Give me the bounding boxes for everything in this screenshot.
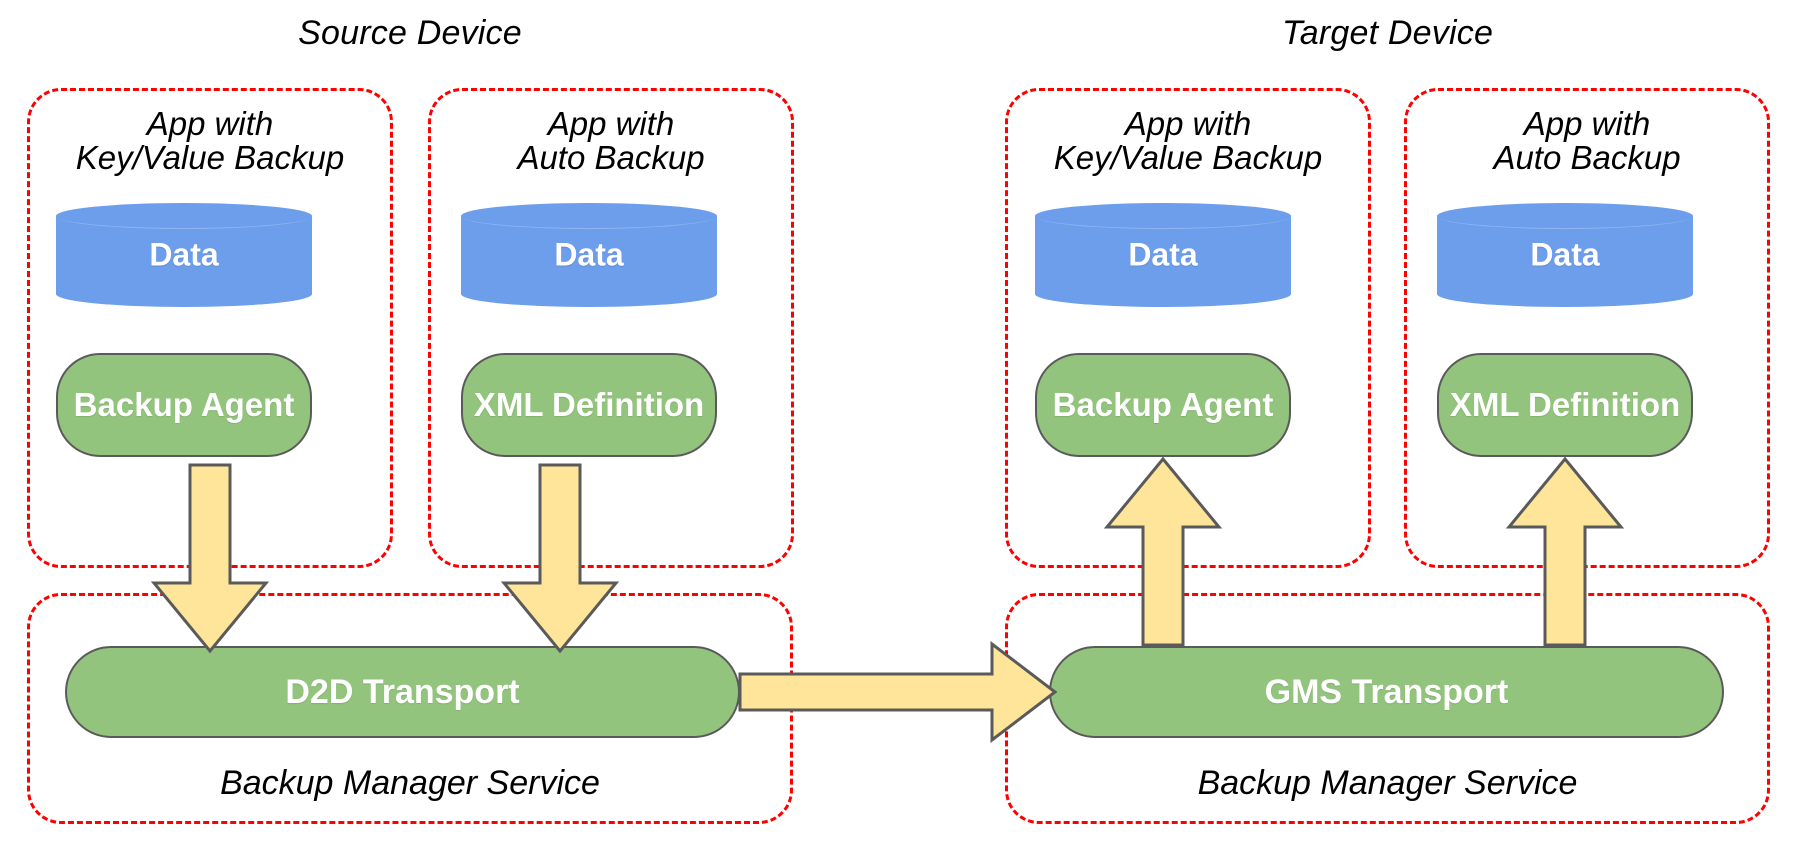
source-app-autobackup-caption: App with Auto Backup — [517, 105, 705, 176]
source-app-keyvalue-data-cylinder: Data — [56, 203, 312, 307]
cylinder-top-ellipse — [56, 203, 312, 229]
cylinder-top-ellipse — [1437, 203, 1693, 229]
source-app-keyvalue-caption: App with Key/Value Backup — [75, 105, 345, 176]
cylinder-body — [1035, 216, 1291, 294]
cylinder-body — [56, 216, 312, 294]
source-backup-agent[interactable]: Backup Agent — [56, 353, 312, 457]
cylinder-body — [1437, 216, 1693, 294]
arrow-xml-definition-to-d2d-icon — [500, 463, 620, 655]
target-app-keyvalue-container: App with Key/Value Backup — [1005, 88, 1371, 568]
cylinder-top-ellipse — [461, 203, 717, 229]
source-backup-manager-service-caption: Backup Manager Service — [220, 764, 600, 802]
target-backup-agent-label: Backup Agent — [1052, 386, 1274, 423]
source-device-title: Source Device — [298, 14, 522, 52]
target-xml-definition[interactable]: XML Definition — [1437, 353, 1693, 457]
source-app-autobackup-data-label: Data — [554, 236, 624, 273]
target-backup-agent[interactable]: Backup Agent — [1035, 353, 1291, 457]
source-xml-definition-label: XML Definition — [473, 386, 705, 423]
source-backup-agent-label: Backup Agent — [73, 386, 295, 423]
target-device-title: Target Device — [1281, 14, 1494, 52]
target-app-keyvalue-data-label: Data — [1128, 236, 1198, 273]
arrow-gms-to-backup-agent-icon — [1103, 455, 1223, 647]
target-app-keyvalue-caption: App with Key/Value Backup — [1053, 105, 1323, 176]
target-app-autobackup-data-label: Data — [1530, 236, 1600, 273]
d2d-transport[interactable]: D2D Transport — [65, 646, 740, 738]
d2d-transport-label: D2D Transport — [285, 672, 520, 711]
cylinder-body — [461, 216, 717, 294]
source-app-keyvalue-data-label: Data — [149, 236, 219, 273]
source-app-autobackup-data-cylinder: Data — [461, 203, 717, 307]
arrow-d2d-to-gms-icon — [738, 640, 1058, 744]
target-app-autobackup-data-cylinder: Data — [1437, 203, 1693, 307]
target-app-autobackup-container: App with Auto Backup — [1404, 88, 1770, 568]
source-xml-definition[interactable]: XML Definition — [461, 353, 717, 457]
arrow-backup-agent-to-d2d-icon — [150, 463, 270, 655]
gms-transport-label: GMS Transport — [1264, 672, 1509, 711]
gms-transport[interactable]: GMS Transport — [1049, 646, 1724, 738]
target-app-keyvalue-data-cylinder: Data — [1035, 203, 1291, 307]
cylinder-top-ellipse — [1035, 203, 1291, 229]
target-app-autobackup-caption: App with Auto Backup — [1493, 105, 1681, 176]
target-backup-manager-service-caption: Backup Manager Service — [1197, 764, 1578, 802]
arrow-gms-to-xml-definition-icon — [1505, 455, 1625, 647]
target-xml-definition-label: XML Definition — [1449, 386, 1681, 423]
source-app-autobackup-container: App with Auto Backup — [428, 88, 794, 568]
